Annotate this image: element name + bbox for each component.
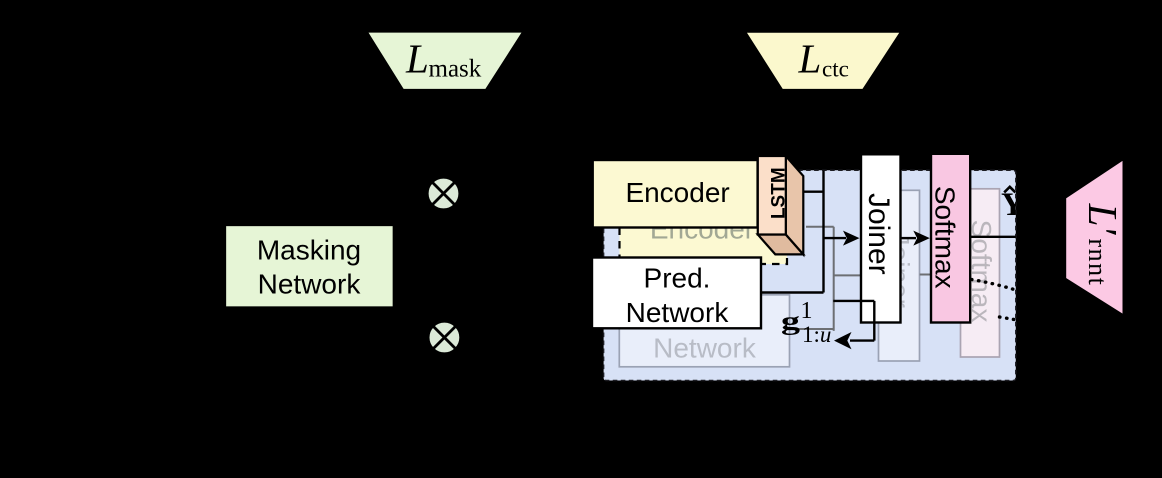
svg-text:Masking: Masking bbox=[257, 235, 361, 266]
svg-text:L: L bbox=[798, 36, 822, 82]
svg-text:Encoder: Encoder bbox=[625, 177, 729, 208]
svg-text:Pred.: Pred. bbox=[644, 263, 711, 294]
svg-text:1: 1 bbox=[801, 298, 813, 324]
svg-text:L: L bbox=[405, 36, 429, 82]
svg-text:ctc: ctc bbox=[822, 57, 849, 82]
svg-text:mask: mask bbox=[429, 56, 482, 83]
svg-text:Y: Y bbox=[1001, 187, 1025, 223]
svg-text:1:u: 1:u bbox=[802, 322, 831, 347]
svg-text:Network: Network bbox=[653, 333, 757, 364]
svg-text:LSTM: LSTM bbox=[769, 167, 790, 219]
svg-text:g: g bbox=[781, 307, 800, 336]
svg-text:Softmax: Softmax bbox=[930, 186, 961, 289]
svg-text:Network: Network bbox=[258, 269, 362, 300]
svg-text:Network: Network bbox=[626, 297, 730, 328]
svg-text:Joiner: Joiner bbox=[862, 193, 895, 275]
